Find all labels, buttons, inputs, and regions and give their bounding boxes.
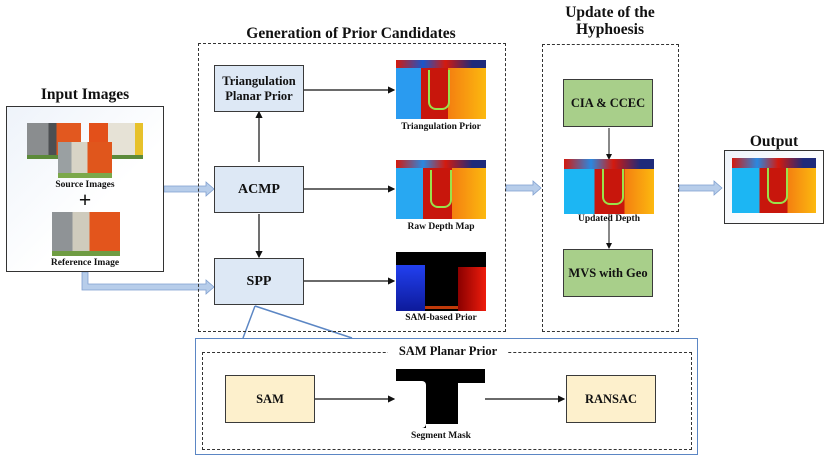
- acmp-box: ACMP: [214, 166, 304, 213]
- flow-arrow-update-to-output: [678, 180, 723, 196]
- source-images-caption: Source Images: [55, 180, 115, 190]
- triangulation-prior-image: [396, 60, 486, 119]
- input-images-title: Input Images: [40, 86, 130, 103]
- segment-mask-image: [396, 369, 485, 428]
- spp-box: SPP: [214, 258, 304, 305]
- update-title: Update of the Hyphoesis: [565, 4, 655, 38]
- sam-planar-zoom-frame: [195, 338, 698, 455]
- triangulation-prior-caption: Triangulation Prior: [401, 122, 481, 132]
- sam-based-prior-image: [396, 252, 486, 311]
- output-panel: [724, 150, 824, 224]
- segment-mask-caption: Segment Mask: [411, 431, 471, 441]
- sam-based-prior-caption: SAM-based Prior: [405, 313, 477, 323]
- update-panel: [542, 44, 679, 332]
- sam-box: SAM: [225, 375, 315, 423]
- generation-panel: [198, 43, 506, 332]
- reference-image: [52, 212, 120, 256]
- updated-depth-caption: Updated Depth: [577, 214, 641, 224]
- updated-depth-image: [564, 159, 654, 214]
- output-title: Output: [749, 133, 799, 150]
- raw-depth-map-caption: Raw Depth Map: [407, 222, 475, 232]
- flow-arrow-ref-to-spp: [81, 271, 215, 295]
- raw-depth-map-image: [396, 160, 486, 219]
- source-image-3: [58, 142, 112, 178]
- triangulation-planar-prior-box: Triangulation Planar Prior: [214, 65, 304, 112]
- mvs-with-geo-box: MVS with Geo: [563, 249, 653, 297]
- flow-arrow-gen-to-update: [505, 180, 542, 196]
- reference-image-caption: Reference Image: [50, 258, 120, 268]
- output-depth-image: [732, 158, 816, 213]
- ransac-box: RANSAC: [566, 375, 656, 423]
- plus-sign: +: [78, 187, 92, 212]
- generation-title: Generation of Prior Candidates: [246, 25, 456, 42]
- cia-ccec-box: CIA & CCEC: [563, 79, 653, 127]
- sam-planar-title: SAM Planar Prior: [388, 343, 508, 359]
- input-images-panel: Source Images + Reference Image: [6, 106, 164, 272]
